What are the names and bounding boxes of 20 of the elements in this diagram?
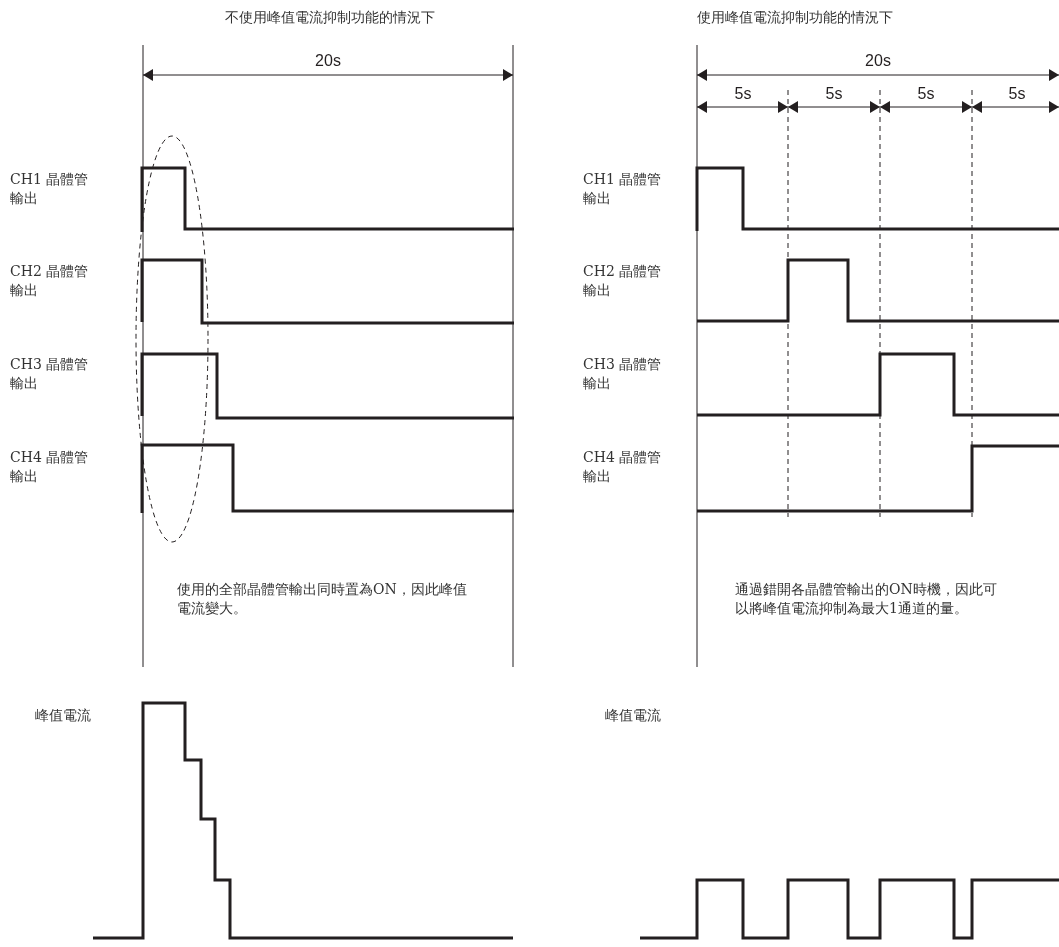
dimension-label: 20s bbox=[864, 51, 892, 70]
channel-label: CH3 晶體管輸出 bbox=[10, 355, 90, 393]
dimension-label: 5s bbox=[916, 84, 936, 103]
channel-label: CH4 晶體管輸出 bbox=[10, 448, 90, 486]
channel-label: CH4 晶體管輸出 bbox=[583, 448, 663, 486]
panel-heading: 不使用峰值電流抑制功能的情況下 bbox=[224, 8, 436, 27]
dimension-label: 5s bbox=[733, 84, 753, 103]
dimension-label: 5s bbox=[824, 84, 844, 103]
dimension-label: 5s bbox=[1007, 84, 1027, 103]
channel-label: CH3 晶體管輸出 bbox=[583, 355, 663, 393]
note-text: 使用的全部晶體管輸出同時置為ON，因此峰值電流變大。 bbox=[177, 580, 468, 618]
dimension-label: 20s bbox=[314, 51, 342, 70]
channel-label: CH1 晶體管輸出 bbox=[583, 170, 663, 208]
axis-label: 峰值電流 bbox=[605, 706, 662, 725]
channel-label: CH2 晶體管輸出 bbox=[10, 262, 90, 300]
channel-label: CH2 晶體管輸出 bbox=[583, 262, 663, 300]
axis-label: 峰值電流 bbox=[35, 706, 92, 725]
channel-label: CH1 晶體管輸出 bbox=[10, 170, 90, 208]
note-text: 通過錯開各晶體管輸出的ON時機，因此可以將峰值電流抑制為最大1通道的量。 bbox=[735, 580, 998, 618]
panel-heading: 使用峰值電流抑制功能的情況下 bbox=[697, 8, 894, 27]
